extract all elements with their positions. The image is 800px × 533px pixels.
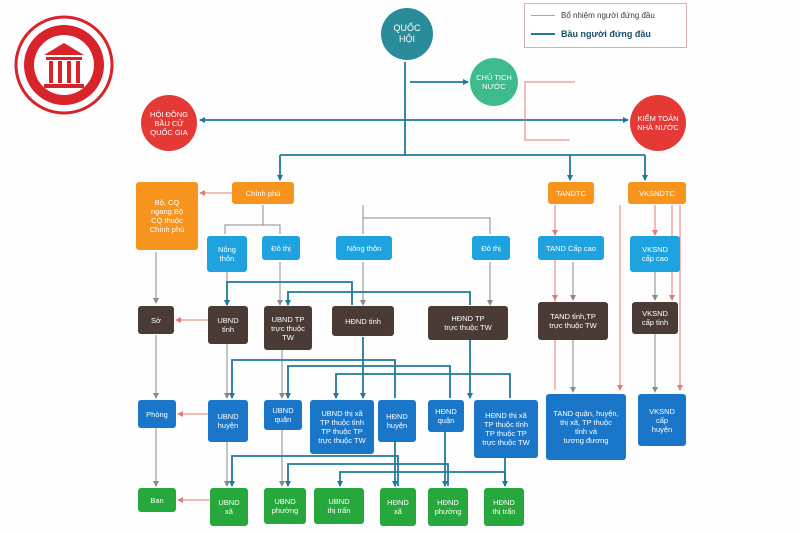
tandtc-node: TANDTC	[548, 182, 594, 204]
legend: Bổ nhiệm người đứng đầu Bầu người đứng đ…	[524, 3, 687, 48]
nong-thon-2-node: Nông thôn	[336, 236, 392, 260]
nong-thon-1-node: Nông thôn	[207, 236, 247, 272]
kiem-toan-node: KIỂM TOÁN NHÀ NƯỚC	[630, 95, 686, 151]
ubnd-xa-node: UBND xã	[210, 488, 248, 526]
ban-node: Ban	[138, 488, 176, 512]
legend-elect-label: Bầu người đứng đầu	[561, 29, 651, 39]
ubnd-huyen-node: UBND huyện	[208, 400, 248, 442]
tand-huyen-node: TAND quận, huyện, thị xã, TP thuộc tỉnh …	[546, 394, 626, 460]
ubnd-phuong-node: UBND phường	[264, 488, 306, 524]
legend-elect-row: Bầu người đứng đầu	[531, 29, 651, 39]
quoc-hoi-node: QUỐC HỘI	[381, 8, 433, 60]
legend-appoint-row: Bổ nhiệm người đứng đầu	[531, 11, 655, 20]
hoi-dong-bau-cu-node: HỘI ĐỒNG BẦU CỬ QUỐC GIA	[141, 95, 197, 151]
vksnd-cap-cao-node: VKSND cấp cao	[630, 236, 680, 272]
national-level-lines	[199, 62, 648, 181]
legend-appoint-line	[531, 15, 555, 16]
legend-elect-line	[531, 33, 555, 35]
thu-vien-phap-luat-logo	[14, 15, 114, 115]
hdnd-thi-xa-node: HĐND thị xã TP thuộc tỉnh TP thuộc TP tr…	[474, 400, 538, 458]
do-thi-1-node: Đô thị	[262, 236, 300, 260]
ubnd-tp-tw-node: UBND TP trực thuộc TW	[264, 306, 312, 350]
ministry-hierarchy-lines	[153, 205, 658, 487]
ubnd-thi-xa-node: UBND thị xã TP thuộc tỉnh TP thuộc TP tr…	[310, 400, 374, 454]
hdnd-tinh-node: HĐND tỉnh	[332, 306, 394, 336]
tand-cap-cao-node: TAND Cấp cao	[538, 236, 604, 260]
vksnd-cap-huyen-node: VKSND cấp huyện	[638, 394, 686, 446]
ubnd-quan-node: UBND quận	[264, 400, 302, 430]
do-thi-2-node: Đô thị	[472, 236, 510, 260]
vksndtc-node: VKSNDTC	[628, 182, 686, 204]
so-node: Sở	[138, 306, 174, 334]
vksnd-cap-tinh-node: VKSND cấp tỉnh	[632, 302, 678, 334]
hdnd-huyen-node: HĐND huyện	[378, 400, 416, 442]
phong-node: Phòng	[138, 400, 176, 428]
ubnd-thi-tran-node: UBND thị trấn	[314, 488, 364, 524]
hdnd-phuong-node: HĐND phường	[428, 488, 468, 526]
hdnd-xa-node: HĐND xã	[380, 488, 416, 526]
legend-appoint-label: Bổ nhiệm người đứng đầu	[561, 11, 655, 20]
hdnd-tp-tw-node: HĐND TP trực thuộc TW	[428, 306, 508, 340]
chu-tich-nuoc-node: CHỦ TỊCH NƯỚC	[470, 58, 518, 106]
election-local-lines	[224, 281, 511, 487]
tand-tinh-node: TAND tỉnh,TP trực thuộc TW	[538, 302, 608, 340]
hdnd-quan-node: HĐND quận	[428, 400, 464, 432]
appointment-lines	[175, 81, 683, 503]
bo-cq-node: Bộ, CQ ngang Bộ CQ thuộc Chính phủ	[136, 182, 198, 250]
chinh-phu-node: Chính phủ	[232, 182, 294, 204]
ubnd-tinh-node: UBND tỉnh	[208, 306, 248, 344]
hdnd-thi-tran-node: HĐND thị trấn	[484, 488, 524, 526]
